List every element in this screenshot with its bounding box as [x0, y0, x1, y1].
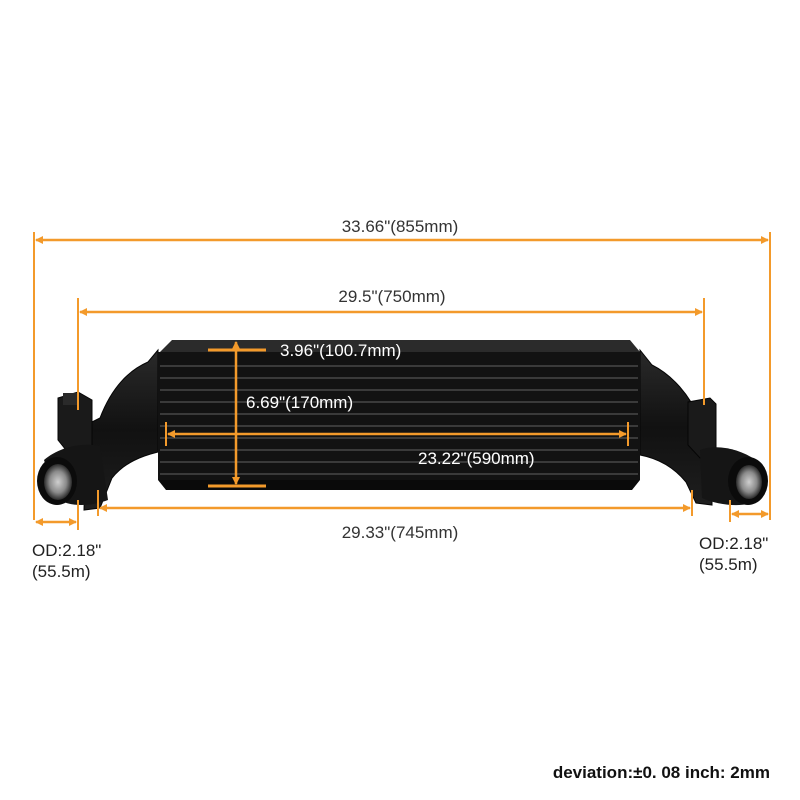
bottom-length-label: 29.33"(745mm): [342, 523, 459, 542]
fin-width-label: 23.22"(590mm): [418, 449, 535, 468]
left-od-value: OD:2.18": [32, 541, 102, 560]
overall-length-label: 33.66"(855mm): [342, 217, 459, 236]
core-front: [158, 352, 640, 480]
right-od-metric: (55.5m): [699, 555, 758, 574]
right-od-value: OD:2.18": [699, 534, 769, 553]
dimension-lines: [33, 232, 771, 530]
core-length-label: 29.5"(750mm): [338, 287, 445, 306]
core-bottom-face: [158, 480, 640, 490]
left-bracket-tab: [63, 393, 79, 405]
core-thickness-label: 3.96"(100.7mm): [280, 341, 401, 360]
dimension-labels: 33.66"(855mm) 29.5"(750mm) 3.96"(100.7mm…: [246, 217, 535, 542]
left-inlet-bore: [44, 464, 72, 500]
tolerance-note: deviation:±0. 08 inch: 2mm: [552, 763, 770, 782]
right-outlet-bore: [736, 465, 762, 499]
left-od-metric: (55.5m): [32, 562, 91, 581]
left-outlet-od-label: OD:2.18" (55.5m): [32, 540, 101, 582]
right-outlet-od-label: OD:2.18" (55.5m): [699, 533, 768, 575]
core-height-label: 6.69"(170mm): [246, 393, 353, 412]
intercooler-product-image: [37, 340, 768, 511]
core-top-face: [160, 340, 640, 352]
